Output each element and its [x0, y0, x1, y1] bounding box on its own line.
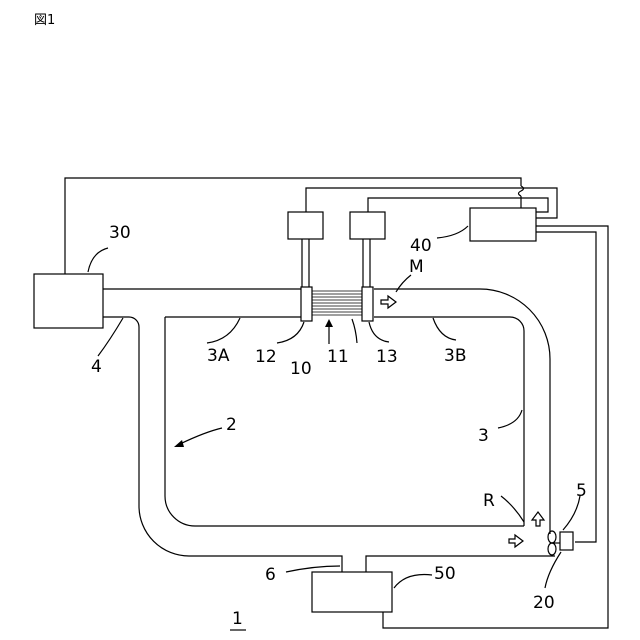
label-m: M [409, 257, 424, 277]
label-5: 5 [576, 481, 587, 501]
unit-40-box [470, 208, 536, 241]
arrow-m-icon [381, 296, 396, 308]
label-1: 1 [232, 609, 243, 629]
sensor-20 [548, 531, 573, 555]
actuator-rods [302, 239, 370, 287]
label-4: 4 [91, 357, 102, 377]
label-6: 6 [265, 565, 276, 585]
actuator-left-box [288, 212, 323, 239]
label-r: R [483, 491, 495, 511]
leader-lines [88, 226, 580, 588]
label-3: 3 [478, 426, 489, 446]
flange-12 [301, 287, 312, 321]
label-13: 13 [376, 347, 398, 367]
arrow-right-icon [509, 535, 523, 547]
label-2: 2 [226, 415, 237, 435]
label-30: 30 [109, 223, 131, 243]
label-40: 40 [410, 236, 432, 256]
flow-arrows [381, 296, 544, 547]
figure-label: 図1 [34, 13, 55, 28]
actuator-right-box [350, 212, 385, 239]
label-11: 11 [327, 347, 349, 367]
pointer-arrows [174, 319, 333, 447]
control-wiring [65, 178, 608, 628]
arrow-up-icon [532, 512, 544, 526]
element-11-stack [312, 291, 362, 315]
label-10: 10 [290, 359, 312, 379]
label-3a: 3A [207, 346, 230, 366]
unit-30-box [34, 274, 103, 328]
label-50: 50 [434, 564, 456, 584]
flange-13 [362, 287, 373, 321]
label-3b: 3B [444, 346, 466, 366]
label-12: 12 [255, 347, 277, 367]
label-20: 20 [533, 593, 555, 613]
unit-50-box [312, 572, 392, 612]
